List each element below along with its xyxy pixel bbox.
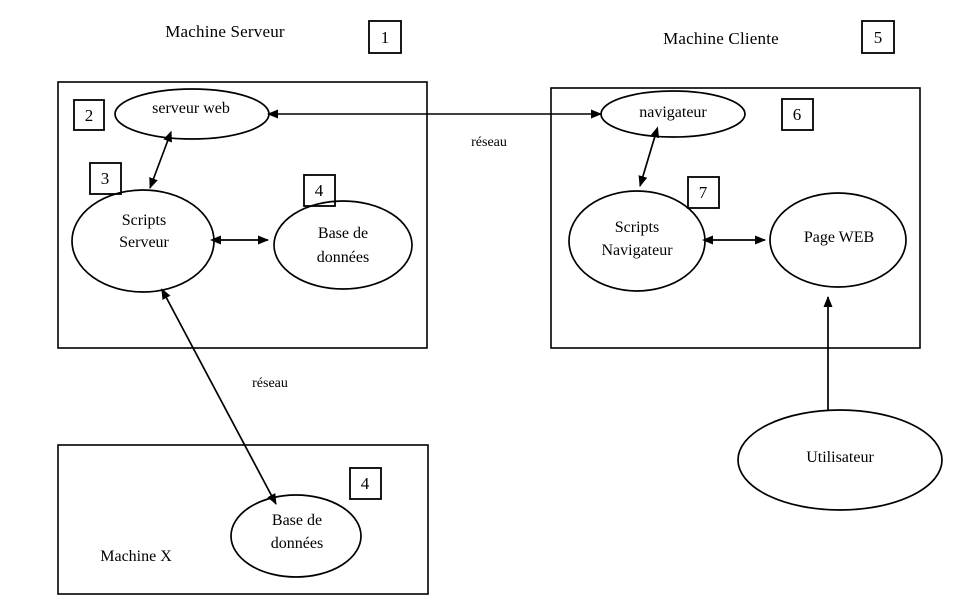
machine-serveur-box	[57, 81, 428, 349]
edge-navigateur-scriptsnavigateur	[638, 126, 660, 187]
number-label-4-server: 4	[314, 181, 324, 200]
machine-serveur-title: Machine Serveur	[165, 22, 285, 42]
number-label-2: 2	[84, 106, 94, 125]
number-label-1: 1	[380, 28, 390, 47]
number-box-4-server	[303, 174, 336, 207]
edge-label-reseau-top: réseau	[471, 134, 507, 150]
node-scripts-navigateur-label-line1: Scripts	[614, 218, 660, 236]
node-base-donnees-machinex	[230, 494, 362, 578]
edge-serveurweb-scriptsserveur	[149, 130, 172, 189]
machine-cliente-title: Machine Cliente	[663, 29, 779, 49]
number-box-7	[687, 176, 720, 209]
number-box-3	[89, 162, 122, 195]
number-label-4-machinex: 4	[360, 474, 370, 493]
node-base-donnees-serveur	[273, 200, 413, 290]
machine-cliente-box	[550, 87, 921, 349]
node-utilisateur	[737, 409, 943, 511]
node-base-donnees-machinex-label-line1: Base de	[271, 511, 323, 529]
number-label-7: 7	[698, 183, 708, 202]
node-page-web-label: Page WEB	[803, 228, 875, 246]
number-label-6: 6	[792, 105, 802, 124]
number-box-4-machinex	[349, 467, 382, 500]
edge-reseau-scriptsserveur-machinex	[161, 288, 277, 505]
number-box-1	[368, 20, 402, 54]
node-navigateur-label: navigateur	[639, 103, 707, 121]
node-utilisateur-label: Utilisateur	[806, 448, 874, 466]
node-scripts-navigateur-label-line2: Navigateur	[601, 241, 673, 259]
number-label-5: 5	[873, 28, 883, 47]
number-box-2	[73, 99, 105, 131]
number-box-6	[781, 98, 814, 131]
number-box-5	[861, 20, 895, 54]
number-label-3: 3	[100, 169, 110, 188]
node-page-web	[769, 192, 907, 288]
node-base-donnees-serveur-label-line2: données	[316, 248, 370, 266]
node-scripts-serveur-label-line2: Serveur	[119, 233, 169, 251]
node-serveur-web-label: serveur web	[152, 99, 230, 117]
node-scripts-serveur-label-line1: Scripts	[121, 211, 167, 229]
edge-label-reseau-bottom: réseau	[252, 375, 288, 391]
node-base-donnees-serveur-label-line1: Base de	[317, 224, 369, 242]
node-base-donnees-machinex-label-line2: données	[270, 534, 324, 552]
machine-x-title: Machine X	[100, 547, 172, 565]
